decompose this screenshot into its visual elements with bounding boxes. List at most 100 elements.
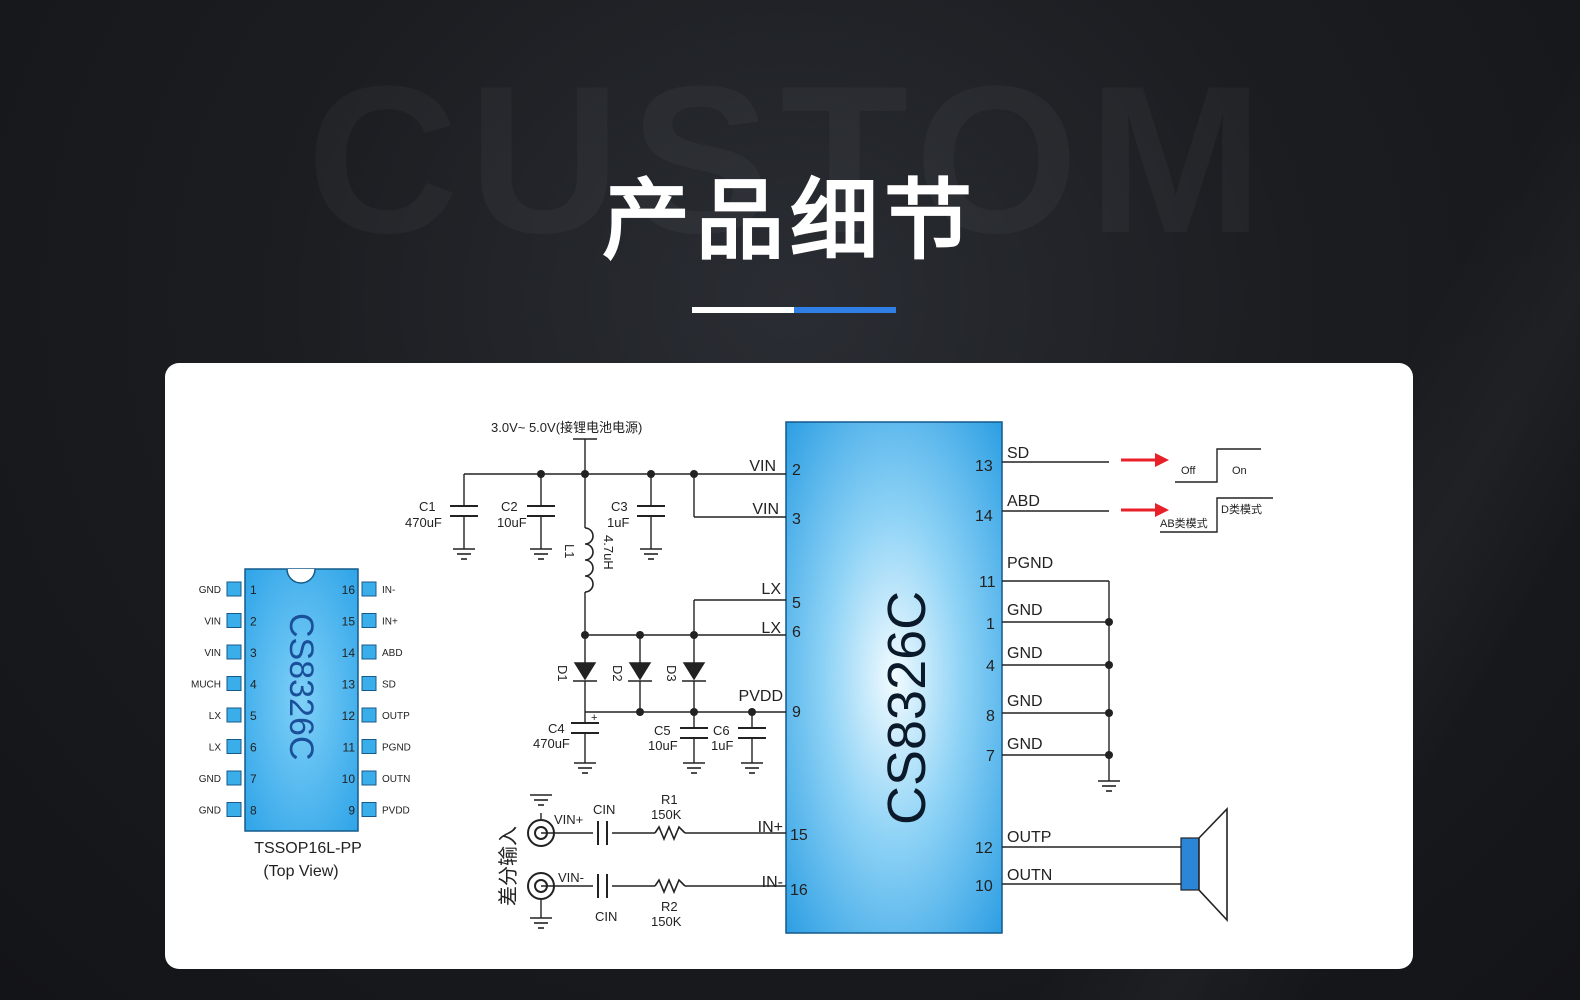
title-underline	[692, 307, 896, 313]
package-pin-name: PGND	[382, 743, 411, 754]
package-outline	[244, 568, 359, 832]
r2-val: 150K	[651, 914, 682, 929]
r1-ref: R1	[661, 792, 678, 807]
pin-number: 15	[790, 827, 808, 844]
cin-top-label: CIN	[593, 802, 615, 817]
differential-input-label: 差分输入	[497, 826, 520, 906]
pin-name: GND	[1007, 602, 1043, 619]
sd-arrow-icon	[1121, 453, 1169, 467]
package-pin-name: VIN	[204, 617, 221, 628]
input-jacks	[527, 819, 555, 900]
vin-plus-label: VIN+	[554, 812, 583, 827]
package-pin-name: IN-	[382, 585, 395, 596]
package-pin-name: LX	[209, 711, 222, 722]
junction-dots	[537, 470, 1113, 759]
pin-name: PGND	[1007, 555, 1053, 572]
pin-name: IN-	[762, 874, 783, 891]
pin-number: 16	[790, 882, 808, 899]
pin-number: 5	[792, 595, 801, 612]
package-pin-name: GND	[199, 585, 221, 596]
diode-symbols	[573, 662, 706, 682]
package-pin: GND 7	[199, 770, 257, 786]
package-pin-name: SD	[382, 680, 396, 691]
c2-ref: C2	[501, 499, 518, 514]
pin-name: OUTN	[1007, 867, 1052, 884]
resistor-symbols	[654, 824, 686, 895]
package-pin: IN- 16	[342, 581, 395, 597]
c2-val: 10uF	[497, 515, 527, 530]
package-pin-name: GND	[199, 774, 221, 785]
r2-ref: R2	[661, 899, 678, 914]
main-chip-label: CS8326C	[877, 591, 937, 825]
c4-val: 470uF	[533, 736, 570, 751]
pin-number: 12	[975, 840, 993, 857]
package-pin-name: IN+	[382, 617, 398, 628]
package-pin-number: 15	[342, 615, 356, 629]
pin-number: 14	[975, 508, 993, 525]
cin-bottom-label: CIN	[595, 909, 617, 924]
package-right-pins: IN-16IN+15ABD14SD13OUTP12PGND11OUTN10PVD…	[342, 581, 411, 818]
inductor-coil	[584, 527, 594, 593]
pin-number: 6	[792, 624, 801, 641]
pin-number: 3	[792, 511, 801, 528]
package-pin-number: 8	[250, 804, 257, 818]
c1-val: 470uF	[405, 515, 442, 530]
wiring	[463, 438, 1181, 918]
pin-number: 11	[979, 574, 996, 591]
package-pin-name: ABD	[382, 648, 403, 659]
c4-plus: +	[591, 712, 597, 724]
sd-on-label: On	[1232, 465, 1247, 477]
speaker-icon	[1180, 807, 1228, 923]
package-pin: ABD 14	[342, 644, 403, 660]
package-pin-number: 11	[343, 741, 356, 755]
abd-waveform	[1160, 497, 1273, 533]
package-name: TSSOP16L-PP	[254, 840, 362, 857]
vin-minus-label: VIN-	[558, 870, 584, 885]
package-pin-number: 4	[250, 678, 257, 692]
package-pin-number: 7	[250, 772, 257, 786]
pin-name: IN+	[758, 819, 783, 836]
r1-val: 150K	[651, 807, 682, 822]
package-pin: PGND 11	[343, 739, 411, 755]
pin-name: ABD	[1007, 493, 1040, 510]
c1-ref: C1	[419, 499, 436, 514]
package-pin-name: PVDD	[382, 806, 410, 817]
component-labels: 3.0V~ 5.0V(接锂电池电源) C1 470uF C2 10uF C3 1…	[405, 420, 733, 929]
pin-number: 9	[792, 704, 801, 721]
abd-ab-label: AB类模式	[1160, 516, 1208, 530]
package-pin: IN+ 15	[342, 613, 398, 629]
pin-name: SD	[1007, 445, 1029, 462]
ground-symbols	[453, 548, 1120, 929]
pin-number: 7	[986, 748, 995, 765]
pin-name: GND	[1007, 693, 1043, 710]
pin-name: GND	[1007, 645, 1043, 662]
package-pin-number: 2	[250, 615, 257, 629]
supply-label: 3.0V~ 5.0V(接锂电池电源)	[491, 420, 642, 435]
c6-val: 1uF	[711, 738, 733, 753]
package-pin-number: 14	[342, 646, 356, 660]
package-pin-number: 16	[342, 583, 356, 597]
pin-number: 4	[986, 658, 995, 675]
d2-ref: D2	[610, 665, 625, 682]
package-pin-number: 5	[250, 709, 257, 723]
abd-arrow-icon	[1121, 503, 1169, 517]
package-pin-number: 10	[342, 772, 356, 786]
c3-ref: C3	[611, 499, 628, 514]
package-part-label: CS8326C	[282, 613, 320, 760]
chip-right-pin-labels: SD 13 ABD 14 PGND 11 GND 1 GND 4 GND 8 G…	[975, 445, 1053, 895]
sd-waveform	[1175, 448, 1261, 483]
pin-name: GND	[1007, 736, 1043, 753]
l1-val: 4.7uH	[601, 535, 616, 570]
package-pin: MUCH 4	[191, 676, 257, 692]
package-view: (Top View)	[263, 863, 338, 880]
c6-ref: C6	[713, 723, 730, 738]
package-pin-name: MUCH	[191, 680, 221, 691]
